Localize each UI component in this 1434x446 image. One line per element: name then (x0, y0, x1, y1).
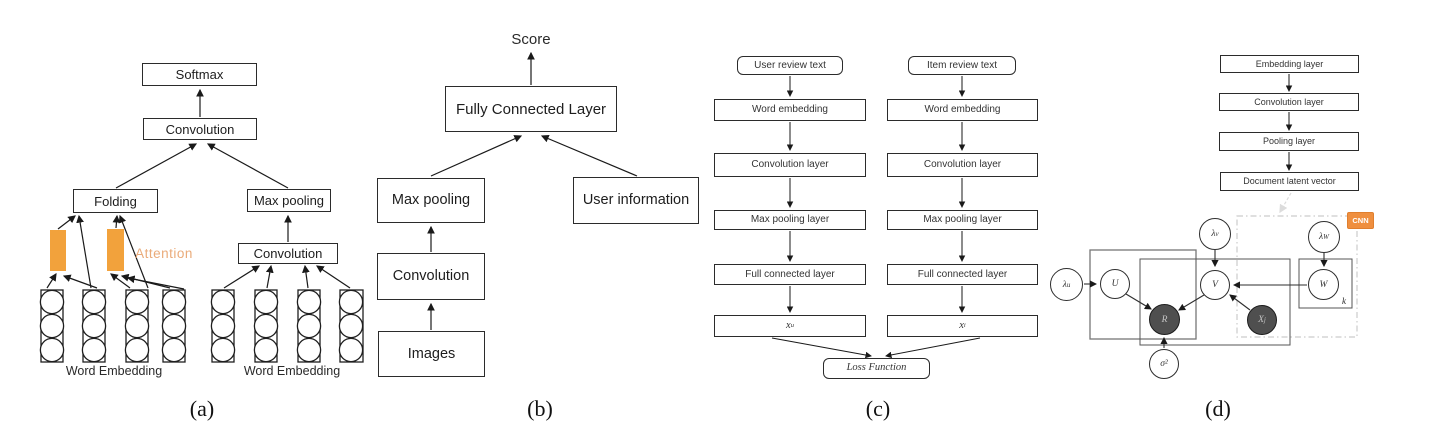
max-pooling-box-a: Max pooling (247, 189, 331, 212)
panel-d-model-edges (1084, 250, 1328, 348)
plate-k-label: k (1342, 295, 1346, 306)
user-convolution-layer-box: Convolution layer (714, 153, 866, 177)
item-latent-node: V (1200, 270, 1230, 300)
user-full-connected-layer-box: Full connected layer (714, 264, 866, 285)
softmax-box: Softmax (142, 63, 257, 86)
convolution-top-box: Convolution (143, 118, 257, 140)
caption-b: (b) (527, 396, 553, 421)
embedding-layer-box: Embedding layer (1220, 55, 1359, 73)
caption-d: (d) (1205, 396, 1231, 421)
caption-c: (c) (865, 396, 891, 421)
item-full-connected-layer-box: Full connected layer (887, 264, 1038, 285)
cnn-badge: CNN (1347, 212, 1374, 229)
attention-bars (50, 229, 124, 271)
caption-a: (a) (189, 396, 215, 421)
word-embedding-label-right: Word Embedding (243, 363, 341, 378)
sigma-node: σ² (1149, 349, 1179, 379)
convolution-box-b: Convolution (377, 253, 485, 300)
panel-c-arrows (771, 76, 981, 359)
convolution-layer-box-d: Convolution layer (1219, 93, 1359, 111)
user-max-pooling-layer-box: Max pooling layer (714, 210, 866, 230)
item-word-embedding-box: Word embedding (887, 99, 1038, 121)
rating-node: R (1149, 304, 1180, 335)
attention-label: Attention (135, 246, 193, 262)
item-convolution-layer-box: Convolution layer (887, 153, 1038, 177)
max-pooling-box-b: Max pooling (377, 178, 485, 223)
score-label: Score (511, 30, 551, 48)
cnn-dashed-link (1279, 192, 1292, 214)
pooling-layer-box: Pooling layer (1219, 132, 1359, 151)
user-information-box: User information (573, 177, 699, 224)
document-latent-vector-box: Document latent vector (1220, 172, 1359, 191)
item-max-pooling-layer-box: Max pooling layer (887, 210, 1038, 230)
weights-node: W (1308, 269, 1339, 300)
word-embedding-columns (39, 289, 364, 363)
user-word-embedding-box: Word embedding (714, 99, 866, 121)
item-review-text-box: Item review text (908, 56, 1016, 75)
images-box: Images (378, 331, 485, 377)
loss-function-box: Loss Function (823, 358, 930, 379)
convolution-right-box: Convolution (238, 243, 338, 264)
panel-a-arrows (46, 88, 351, 290)
fully-connected-layer-box: Fully Connected Layer (445, 86, 617, 132)
word-embedding-label-left: Word Embedding (65, 363, 163, 378)
folding-box: Folding (73, 189, 158, 213)
user-latent-node: U (1100, 269, 1130, 299)
user-review-text-box: User review text (737, 56, 843, 75)
panel-b-arrows (427, 51, 638, 330)
